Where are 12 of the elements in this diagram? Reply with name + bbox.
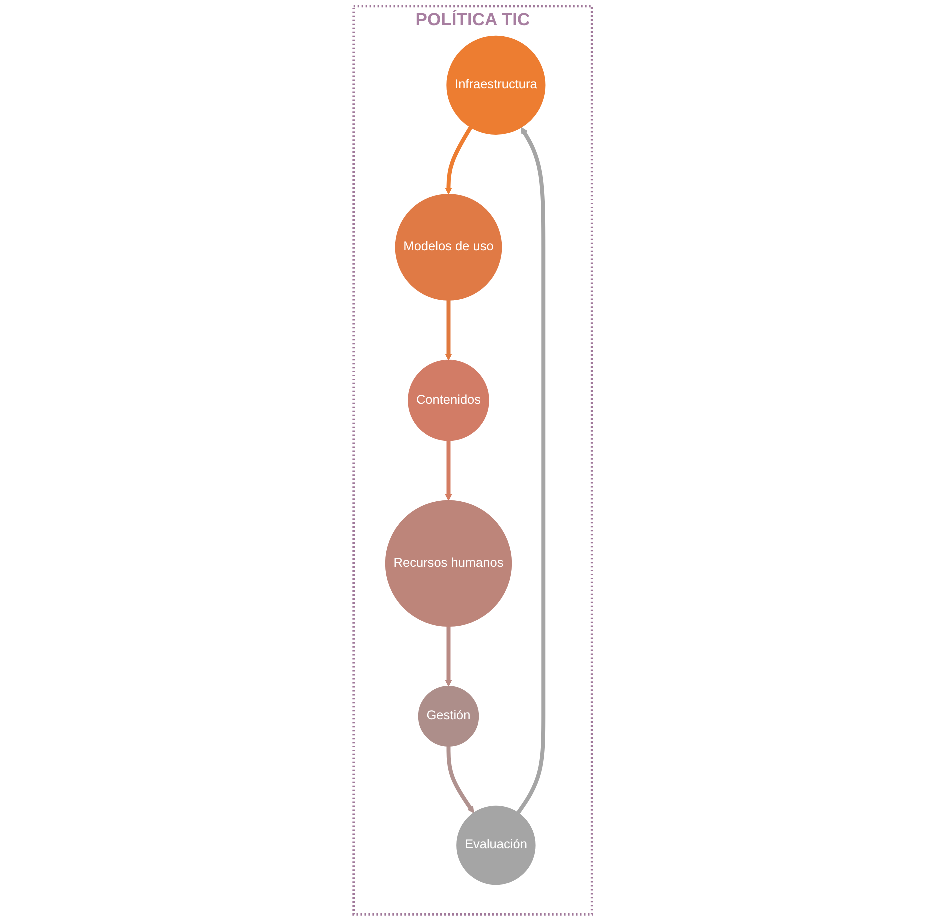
node-circle: Gestión	[418, 686, 480, 747]
arrow	[445, 626, 452, 687]
arrow	[516, 127, 546, 814]
node-circle: Infraestructura	[446, 36, 546, 135]
arrow	[446, 746, 474, 814]
node-circle: Contenidos	[408, 360, 490, 442]
node-circle: Modelos de uso	[395, 194, 502, 301]
node-circle: Recursos humanos	[385, 500, 512, 628]
node-circle: Evaluación	[456, 806, 536, 886]
arrow	[445, 300, 452, 361]
arrow	[445, 440, 452, 502]
arrow	[445, 126, 473, 195]
